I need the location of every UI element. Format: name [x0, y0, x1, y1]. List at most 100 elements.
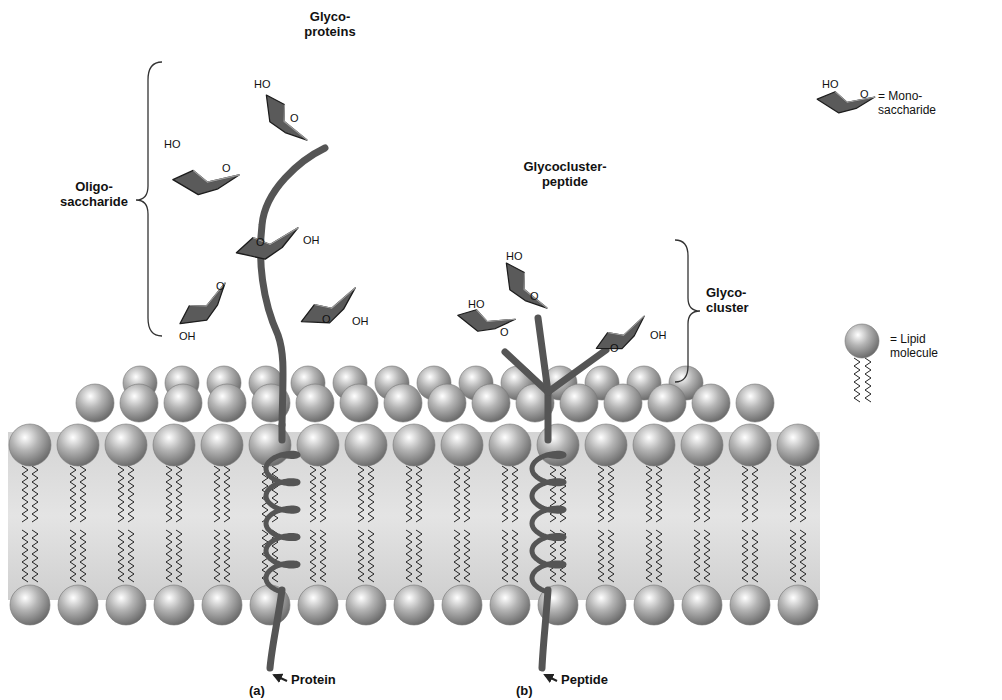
lipid-head [346, 585, 386, 625]
bracket [136, 62, 162, 336]
lipid-tail [512, 530, 518, 582]
part-label: (a) [249, 684, 265, 699]
lipid-tail [656, 466, 662, 522]
lipid-head [648, 384, 686, 422]
atom-label: OH [179, 330, 196, 343]
lipid-head [604, 384, 642, 422]
lipid-head [736, 384, 774, 422]
lipid-head [489, 424, 531, 466]
atom-label: O [322, 313, 331, 326]
lipid-head [154, 585, 194, 625]
lipid-head [393, 424, 435, 466]
lipid-tail [742, 530, 748, 582]
lipid-head [208, 384, 246, 422]
lipid-head [298, 585, 338, 625]
lipid-tail [598, 466, 604, 522]
lipid-head [58, 585, 98, 625]
atom-label: HO [254, 78, 271, 91]
monosaccharide-ring [815, 85, 875, 119]
protein-chain [261, 148, 325, 425]
lipid-head [153, 424, 195, 466]
glycocluster-branch [548, 350, 606, 392]
lipid-head [394, 585, 434, 625]
part-label: (b) [516, 684, 533, 699]
lipid-tail [656, 530, 662, 582]
ring-body [455, 302, 515, 341]
legend-text: = Mono- saccharide [878, 90, 958, 118]
leader-arrow [274, 675, 287, 681]
atom-label: HO [506, 250, 523, 263]
lipid-head [560, 384, 598, 422]
atom-label: O [530, 290, 539, 303]
lipid-head [384, 384, 422, 422]
lipid-head [586, 585, 626, 625]
lipid-tail [800, 466, 806, 522]
lipid-tail [22, 530, 28, 582]
lipid-tail [358, 466, 364, 522]
ring-edge [313, 288, 359, 313]
atom-label: O [290, 112, 299, 125]
legend-text: = Lipid molecule [890, 333, 966, 361]
lipid-tail [320, 466, 326, 522]
lipid-tail [166, 530, 172, 582]
ring-body [815, 85, 875, 119]
part-label: Peptide [561, 673, 608, 688]
lipid-head [778, 585, 818, 625]
ring-edge [833, 89, 874, 108]
group-label: Glyco- proteins [292, 10, 368, 40]
lipid-tail [416, 466, 422, 522]
lipid-tail [704, 466, 710, 522]
lipid-tail [406, 530, 412, 582]
lipid-head [585, 424, 627, 466]
lipid-tail [224, 466, 230, 522]
atom-label: O [256, 236, 265, 249]
monosaccharide-ring [592, 316, 652, 357]
lipid-tail [454, 466, 460, 522]
lipid-head [681, 424, 723, 466]
lipid-head [634, 585, 674, 625]
atom-label: OH [650, 329, 667, 342]
lipid-tail [214, 466, 220, 522]
group-label: Glyco- cluster [706, 286, 768, 316]
lipid-tail [865, 358, 871, 402]
atom-label: HO [468, 298, 485, 311]
lipid-head [472, 384, 510, 422]
atom-label: HO [822, 78, 839, 91]
lipid-tail [416, 530, 422, 582]
lipid-head [9, 424, 51, 466]
lipid-head [57, 424, 99, 466]
lipid-tail [646, 530, 652, 582]
lipid-bilayer [9, 366, 819, 625]
lipid-head [692, 384, 730, 422]
lipid-tail [310, 530, 316, 582]
lipid-tail [790, 466, 796, 522]
atom-label: OH [303, 234, 320, 247]
lipid-head [428, 384, 466, 422]
protein-chain [279, 425, 286, 440]
ring-edge [192, 167, 239, 187]
lipid-head [106, 585, 146, 625]
lipid-tail [128, 466, 134, 522]
lipid-tail [752, 466, 758, 522]
lipid-tail [512, 466, 518, 522]
lipid-tail [22, 466, 28, 522]
lipid-tail [854, 358, 860, 402]
lipid-tail [166, 466, 172, 522]
lipid-tail [608, 466, 614, 522]
lipid-head [490, 585, 530, 625]
lipid-tail [800, 530, 806, 582]
lipid-tail [70, 530, 76, 582]
lipid-tail [406, 466, 412, 522]
group-label: Glycocluster- peptide [512, 160, 618, 190]
lipid-head [76, 384, 114, 422]
lipid-tail [118, 466, 124, 522]
lipid-tail [694, 530, 700, 582]
lipid-tail [560, 466, 566, 522]
lipid-head [730, 585, 770, 625]
ring-edge [474, 307, 515, 330]
atom-label: HO [164, 138, 181, 151]
lipid-head [340, 384, 378, 422]
lipid-head [442, 585, 482, 625]
